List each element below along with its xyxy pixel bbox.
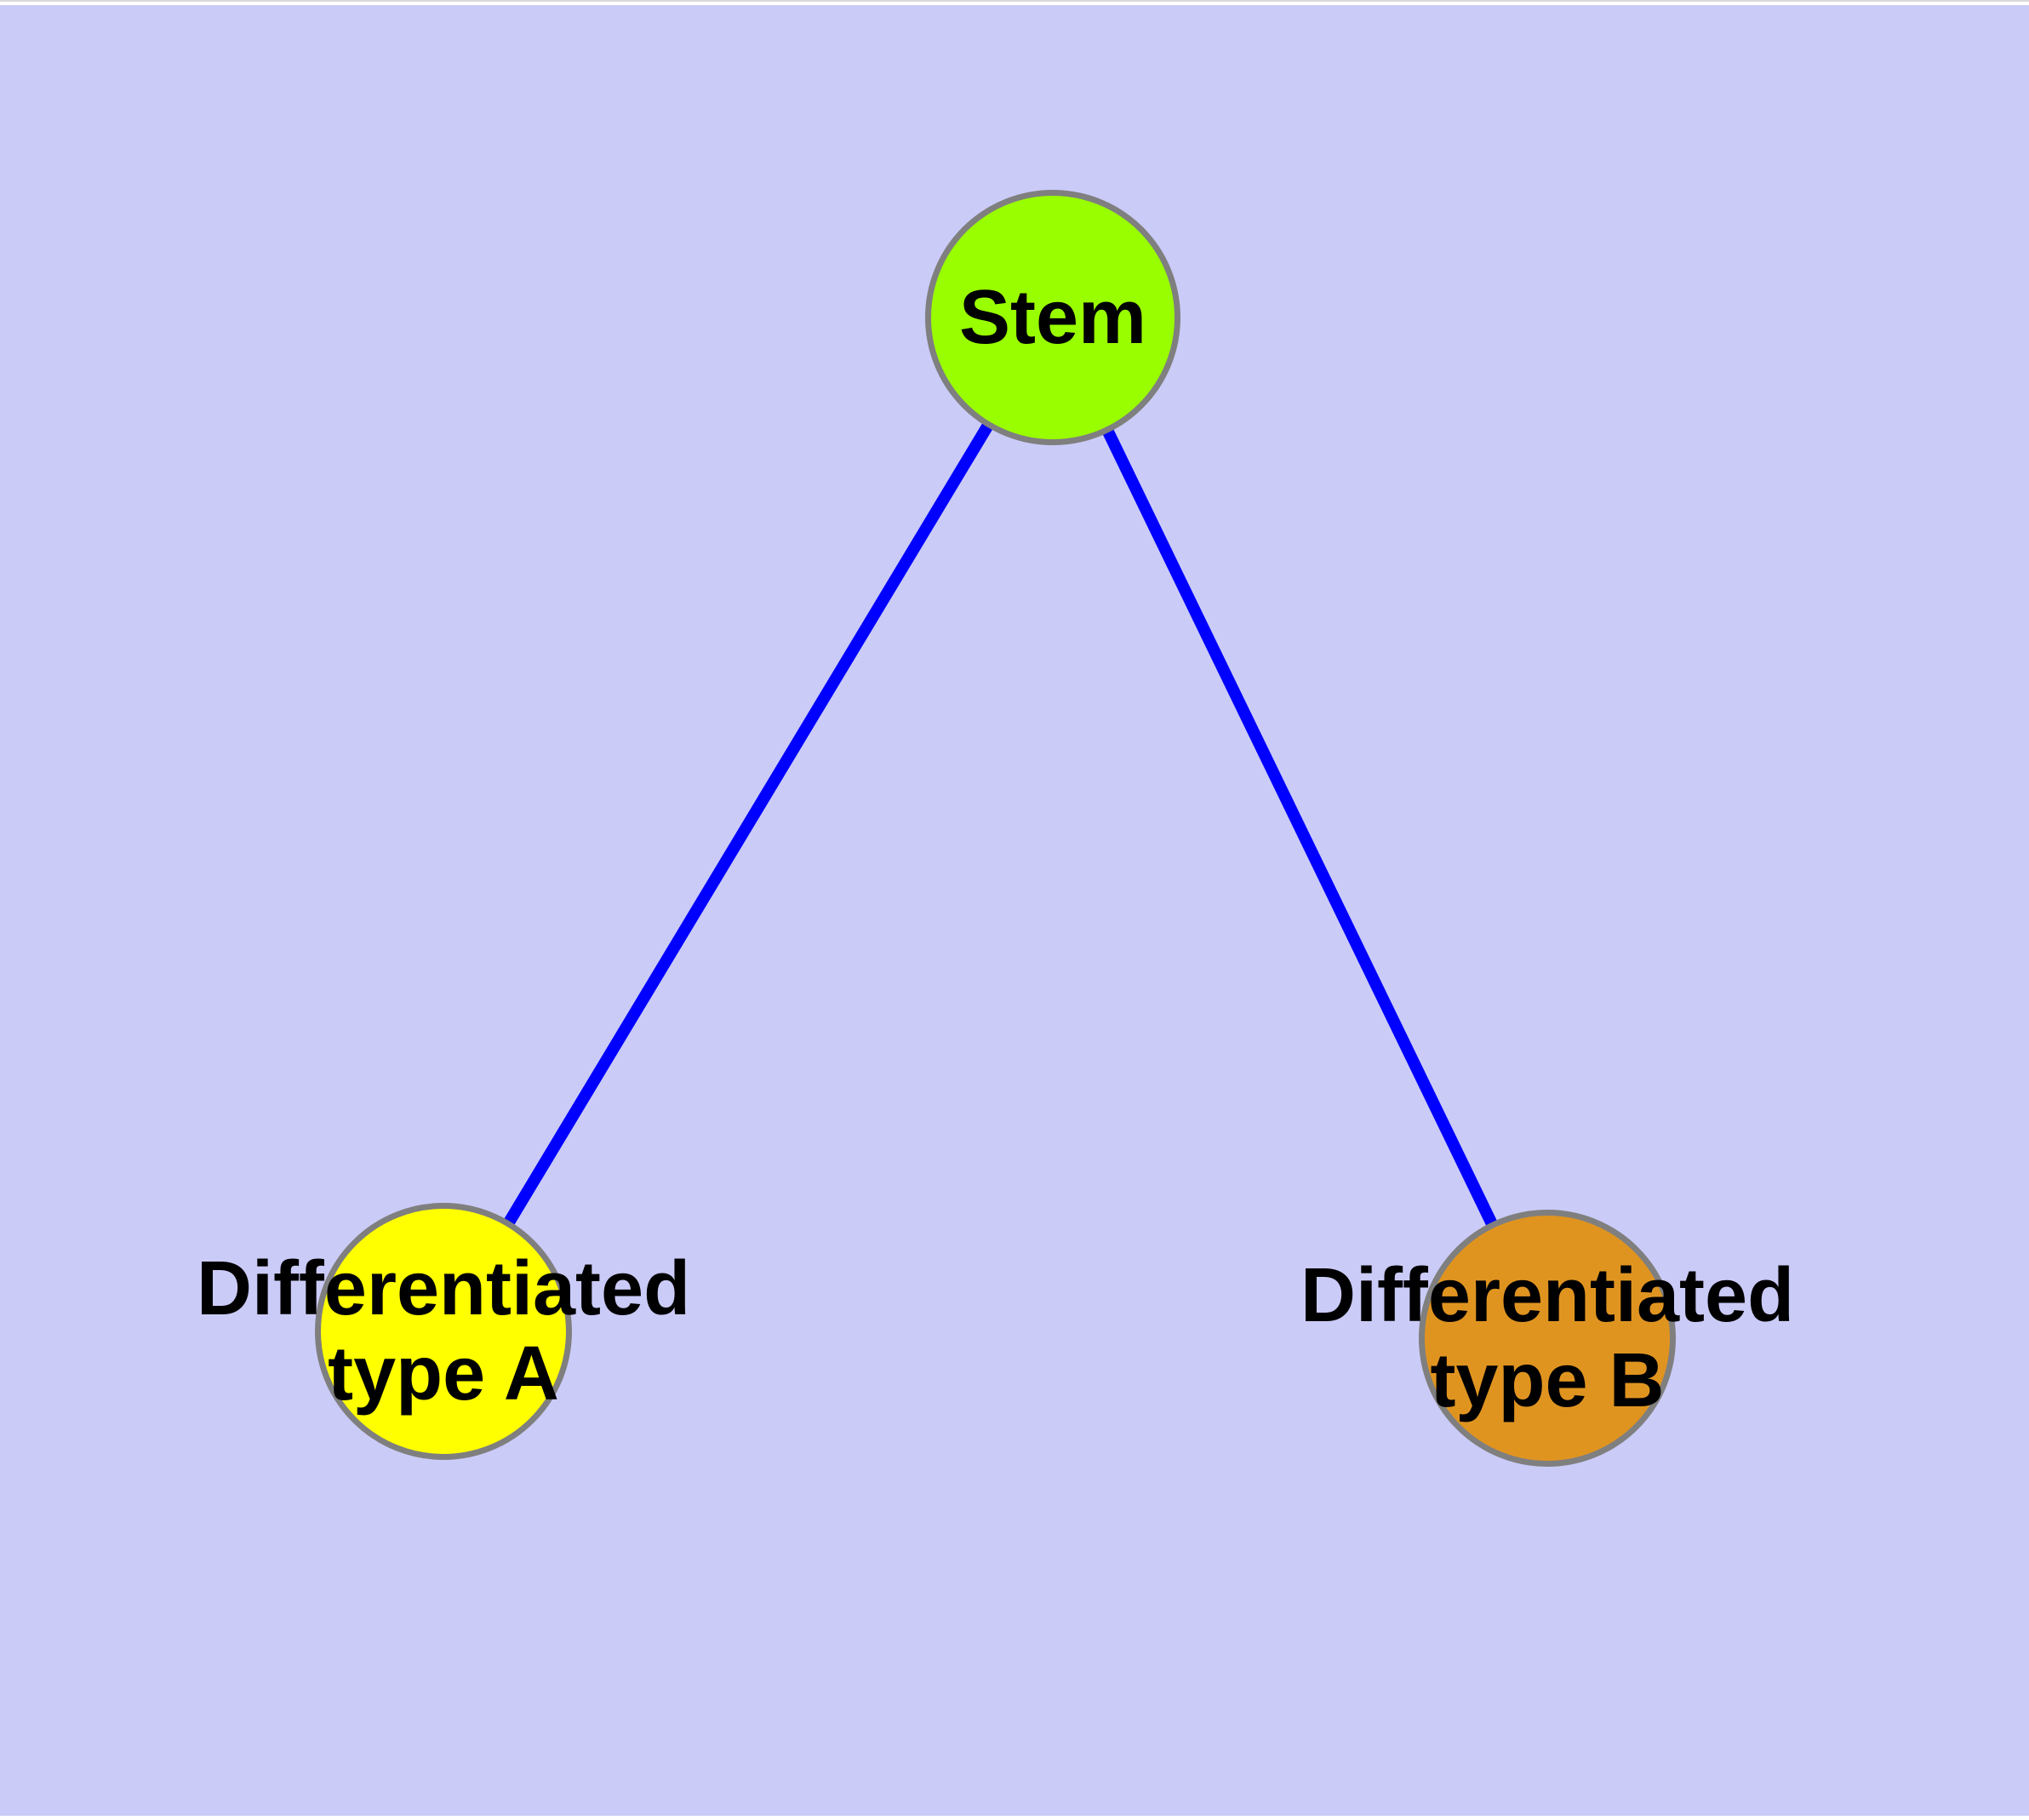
- node-label-line: Differentiated: [196, 1246, 691, 1331]
- top-border-line: [0, 0, 2029, 2]
- node-circle-diff-a: [315, 1203, 572, 1460]
- node-label-stem: Stem: [959, 275, 1146, 360]
- node-circle-stem: [925, 190, 1180, 445]
- node-label-line: type B: [1430, 1338, 1665, 1423]
- node-label-line: Differentiated: [1300, 1253, 1795, 1338]
- edge-stem-to-diff-a: [438, 314, 1058, 1335]
- edge-stem-to-diff-b: [1047, 314, 1553, 1342]
- node-circle-diff-b: [1419, 1210, 1676, 1467]
- node-label-line: type A: [328, 1331, 559, 1417]
- node-label-line: Stem: [958, 275, 1147, 360]
